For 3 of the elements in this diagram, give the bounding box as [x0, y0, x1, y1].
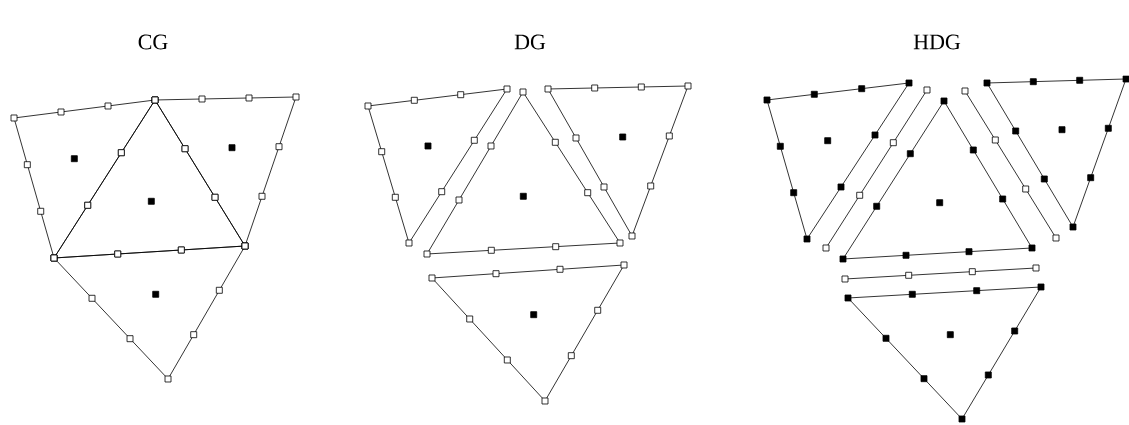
- panel-title: CG: [138, 34, 168, 50]
- panel-title: DG: [514, 34, 546, 50]
- panel-title: HDG: [913, 34, 961, 50]
